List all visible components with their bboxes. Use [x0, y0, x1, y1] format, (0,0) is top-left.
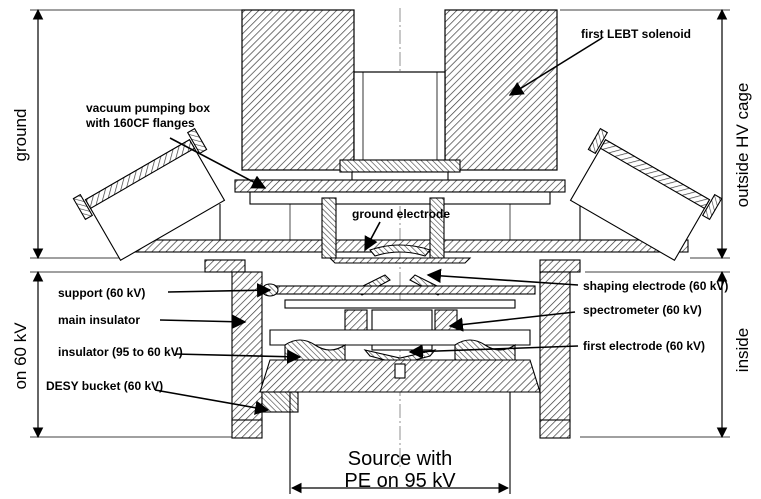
arrow-solenoid — [508, 37, 603, 96]
arrow-desy-bucket — [154, 389, 270, 415]
label-outside-hv-cage: outside HV cage — [733, 83, 752, 208]
inside-dimension — [580, 270, 730, 439]
ground-electrode-part — [321, 197, 472, 264]
label-first-electrode: first electrode (60 kV) — [583, 339, 705, 353]
lebt-solenoid — [241, 9, 558, 171]
label-vacuum-box-line1: vacuum pumping box — [86, 101, 210, 115]
ground-dimension — [30, 8, 245, 260]
desy-bucket-part — [259, 359, 541, 413]
label-support: support (60 kV) — [58, 286, 145, 300]
label-source-line1: Source with — [348, 448, 453, 470]
label-insulator: insulator (95 to 60 kV) — [58, 345, 183, 359]
label-ground-electrode: ground electrode — [352, 207, 450, 221]
right-pump-flange — [569, 127, 723, 262]
label-first-lebt-solenoid: first LEBT solenoid — [581, 27, 691, 41]
label-source-line2: PE on 95 kV — [344, 470, 456, 492]
label-inside: inside — [733, 328, 752, 372]
arrow-main-insulator — [159, 314, 247, 329]
label-main-insulator: main insulator — [58, 313, 140, 327]
arrow-shaping-electrode — [426, 268, 579, 286]
label-desy-bucket: DESY bucket (60 kV) — [46, 379, 163, 393]
left-pump-flange — [72, 127, 226, 262]
label-ground: ground — [11, 109, 30, 162]
outside-cage-dimension — [560, 8, 730, 260]
label-spectrometer: spectrometer (60 kV) — [583, 303, 702, 317]
arrow-vacuum-box — [169, 137, 267, 189]
label-shaping-electrode: shaping electrode (60 kV) — [583, 279, 728, 293]
bottom-flange — [231, 392, 571, 494]
mid-flange — [204, 259, 581, 273]
label-on-60kv: on 60 kV — [11, 322, 30, 390]
arrow-ground-electrode — [364, 221, 381, 252]
callout-arrows — [154, 37, 603, 415]
arrow-first-electrode — [408, 344, 579, 359]
arrow-insulator — [174, 349, 302, 364]
arrow-spectrometer — [448, 311, 576, 332]
label-vacuum-box-line2: with 160CF flanges — [85, 116, 195, 130]
arrow-support — [167, 283, 272, 298]
on-60kv-dimension — [30, 270, 235, 439]
